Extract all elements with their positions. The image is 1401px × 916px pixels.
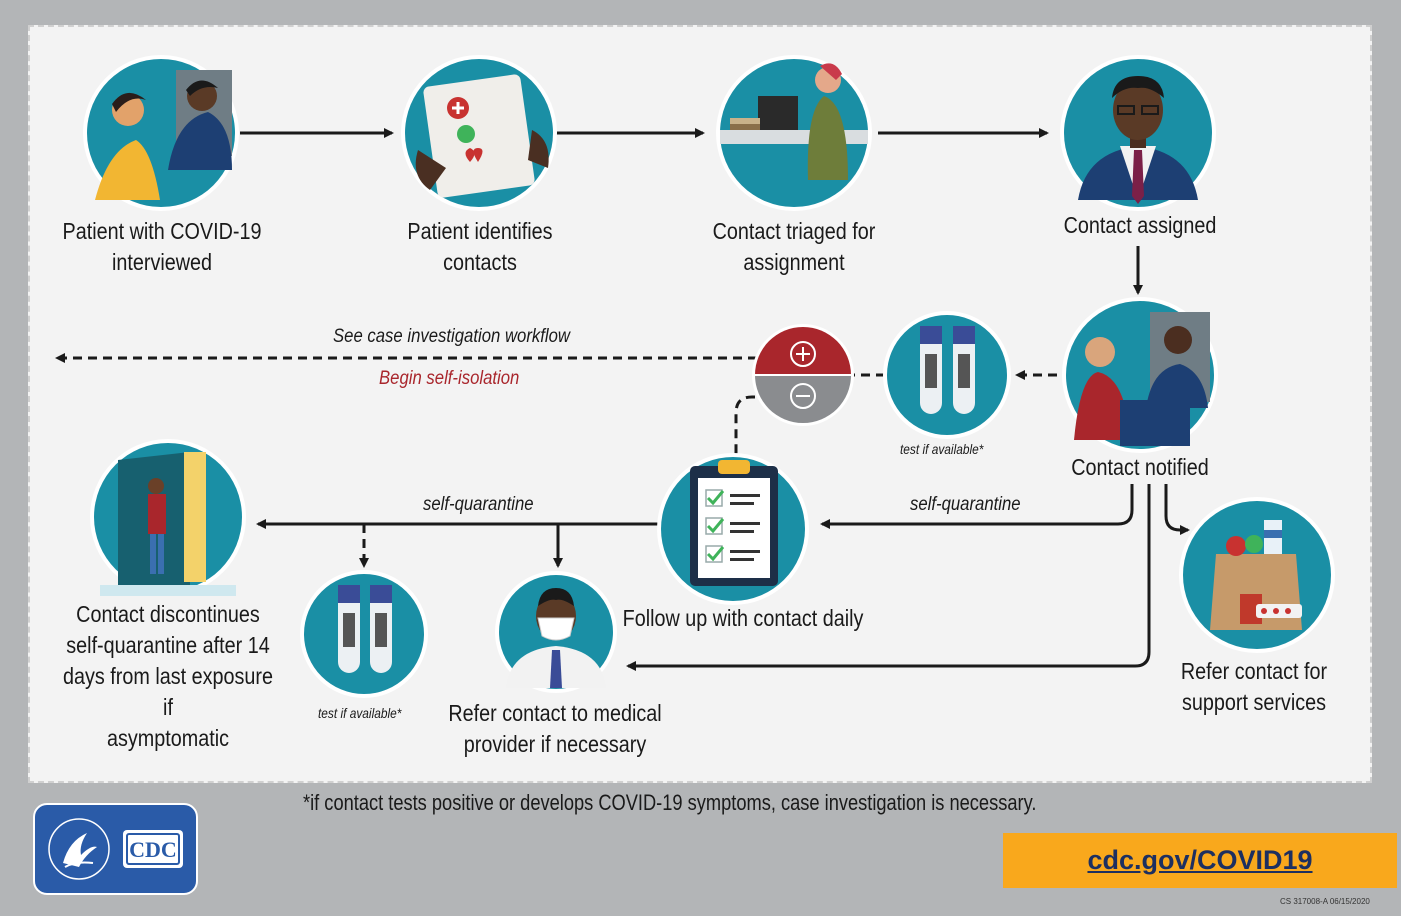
cdc-logo: CDC <box>33 803 198 895</box>
edge-label-case-investigation: See case investigation workflow <box>333 326 570 347</box>
positive-icon <box>790 341 816 367</box>
connector-negative-to-followup <box>734 395 770 458</box>
step-label-followup: Follow up with contact daily <box>622 605 864 631</box>
test-tubes-icon <box>883 311 1011 439</box>
footnote: *if contact tests positive or develops C… <box>303 790 1037 815</box>
cdc-badge: CDC <box>123 830 183 868</box>
cdc-wordmark: CDC <box>126 833 180 865</box>
checklist-icon <box>657 453 809 605</box>
phone-call-icon <box>1062 297 1218 453</box>
edge-label-self-quarantine: self-quarantine <box>423 494 534 515</box>
arrow-notified-to-medical <box>626 484 1151 671</box>
contact-tracer-icon <box>1060 55 1216 211</box>
edge-label-self-isolation: Begin self-isolation <box>379 368 520 389</box>
doctor-icon <box>495 571 617 693</box>
negative-icon <box>790 383 816 409</box>
arrow-notified-to-support <box>1164 484 1190 535</box>
step-label-identify: Patient identifies contacts <box>407 218 553 275</box>
edge-label-test-if-available-2: test if available* <box>318 705 402 721</box>
door-exit-icon <box>90 439 246 596</box>
step-label-notified: Contact notified <box>1071 454 1209 480</box>
triage-desk-icon <box>716 55 872 211</box>
arrow-notified-to-followup <box>820 484 1134 529</box>
document-code: CS 317008-A 06/15/2020 <box>1280 897 1370 906</box>
edge-label-self-quarantine-2: self-quarantine <box>910 494 1021 515</box>
hhs-eagle-icon <box>48 818 110 880</box>
test-result-icon <box>752 324 854 426</box>
step-label-assigned: Contact assigned <box>1063 212 1217 238</box>
clipboard-contacts-icon <box>401 55 557 211</box>
interview-icon <box>83 55 239 211</box>
cdc-url-link[interactable]: cdc.gov/COVID19 <box>1087 845 1313 875</box>
test-tubes-icon-2 <box>300 570 428 698</box>
url-banner[interactable]: cdc.gov/COVID19 <box>1003 833 1397 888</box>
groceries-icon <box>1179 497 1335 653</box>
edge-label-test-if-available: test if available* <box>900 441 984 457</box>
